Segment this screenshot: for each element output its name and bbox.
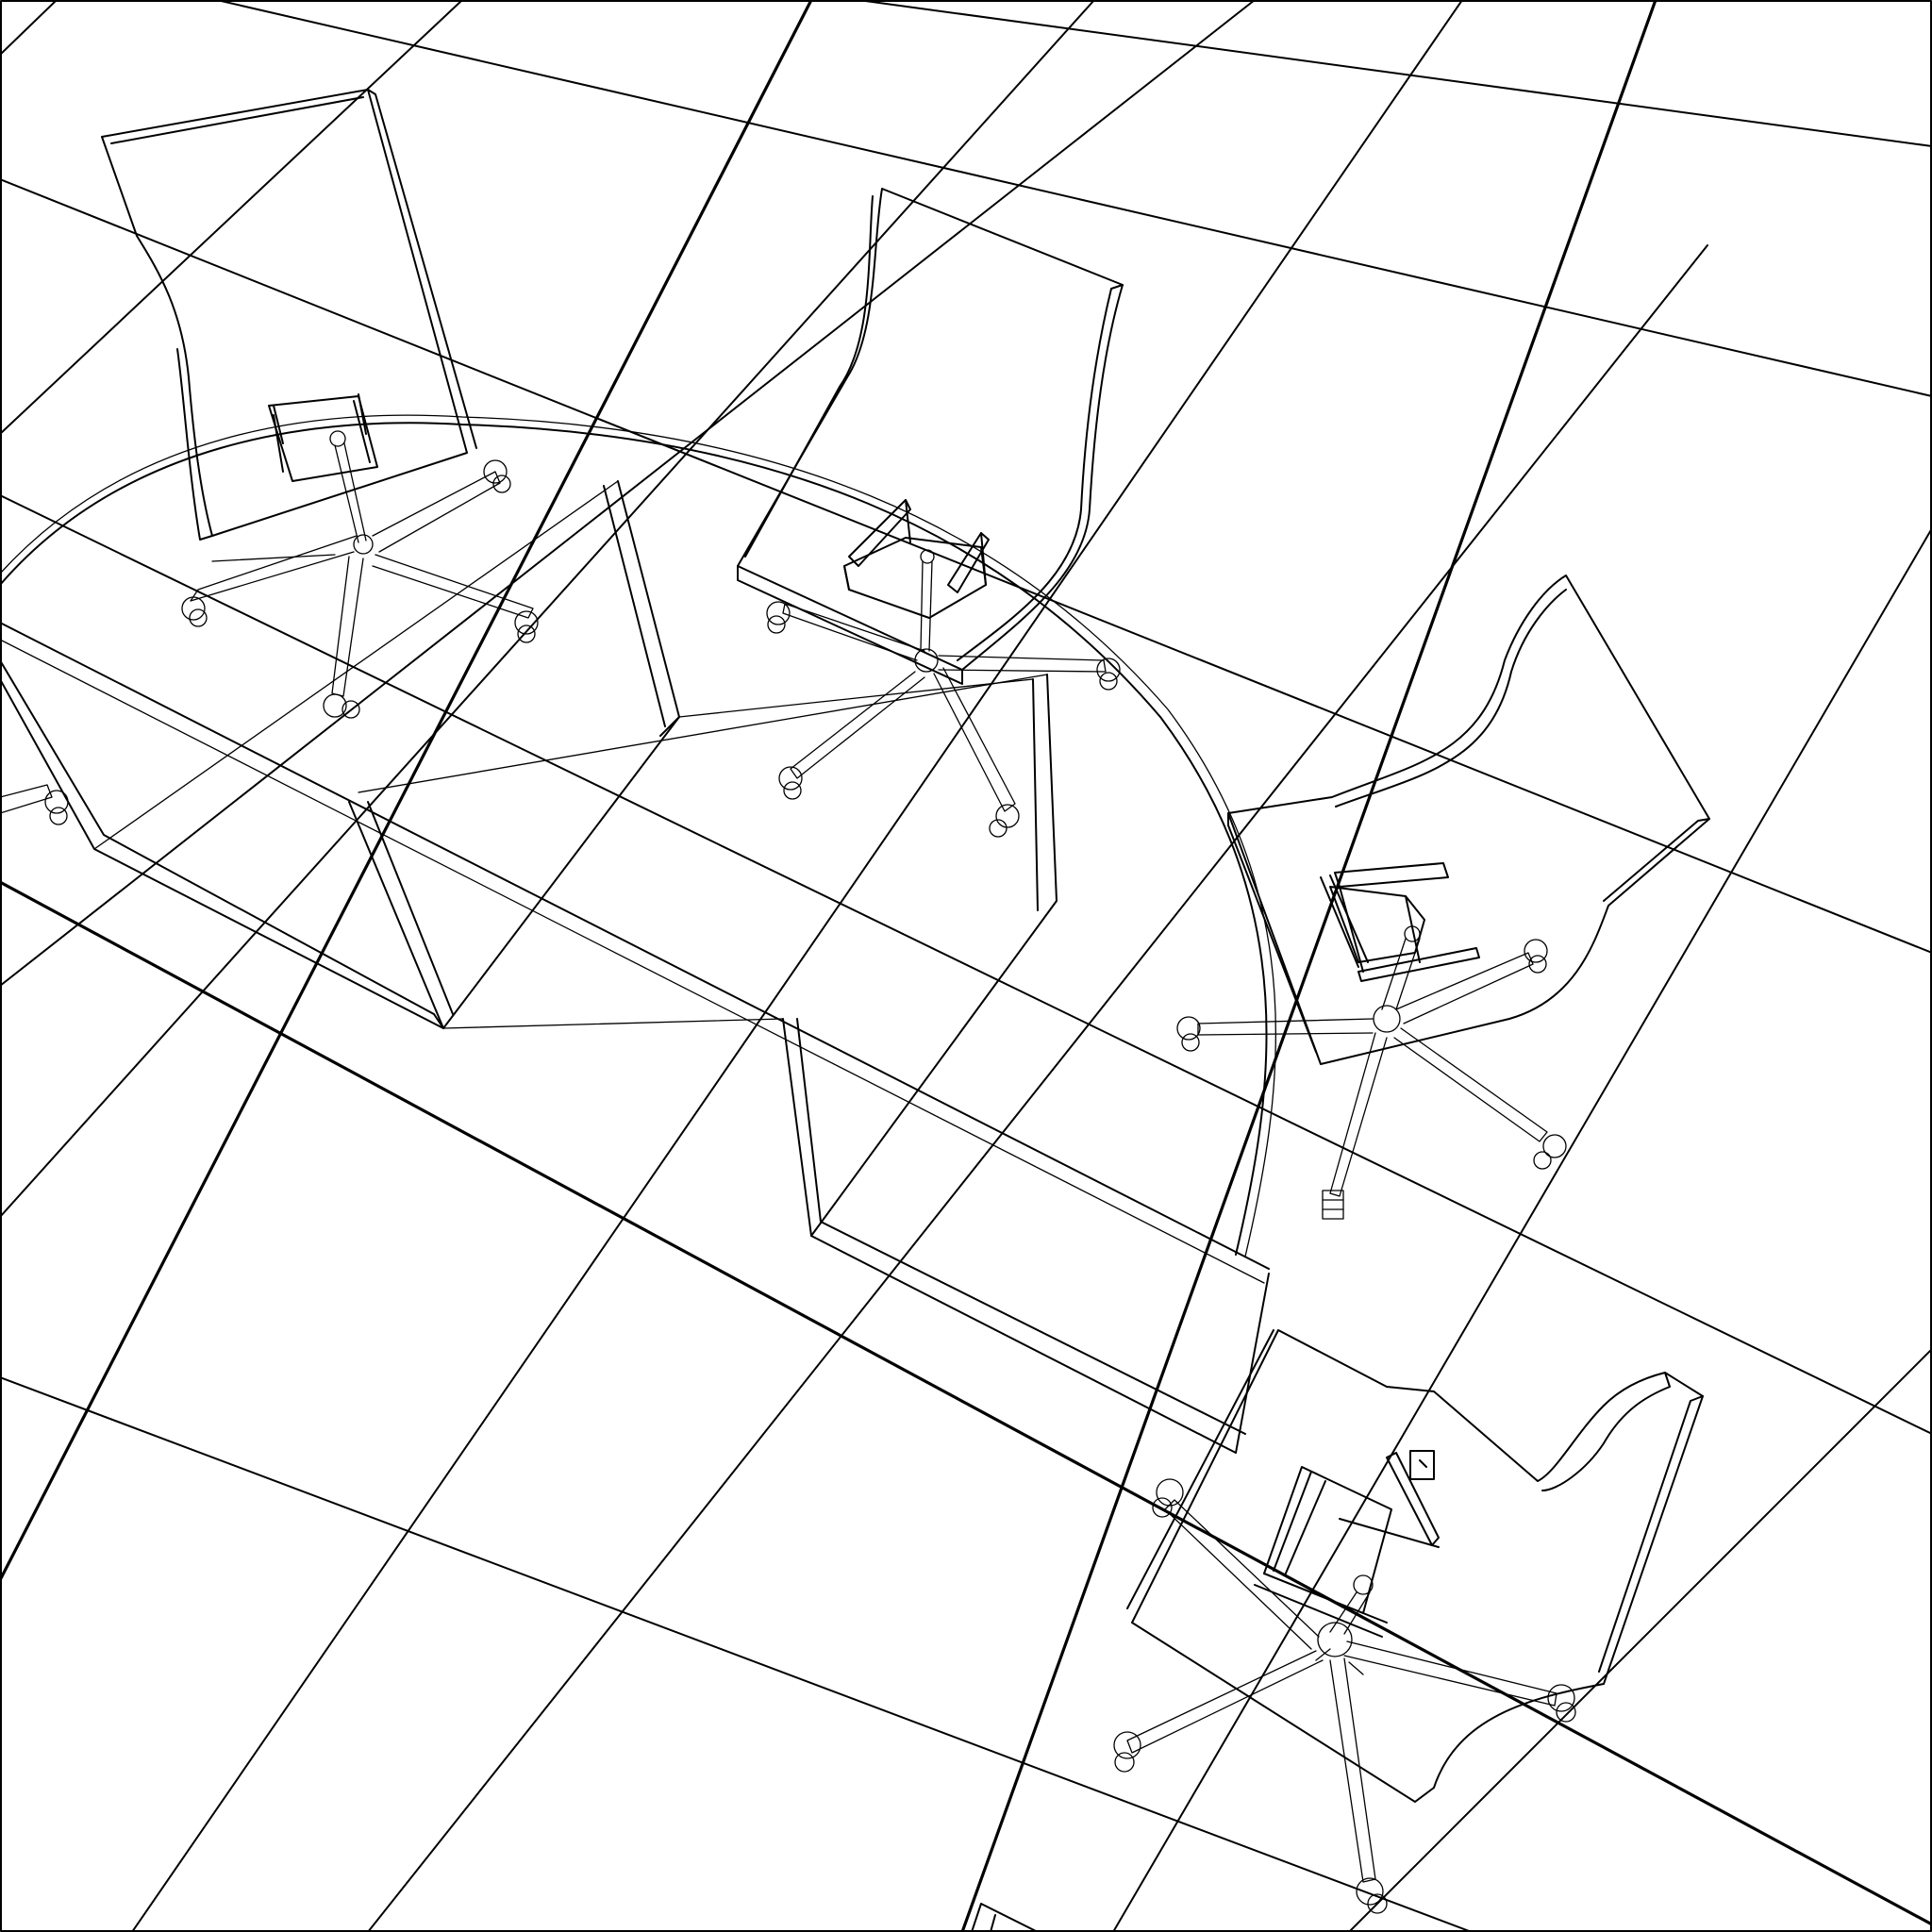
table-bottom-inner-edge [0,639,1265,1284]
chair-3-caster [1524,939,1548,963]
office-chair-partial-left [0,784,69,825]
chair-3-backrest [1227,575,1710,1065]
table-top-inner-edge [0,414,1277,1257]
table-leg-panel-bottom [971,1903,1039,1932]
table-leg-panel-left [0,659,454,1029]
chair-4-backrest [1126,1329,1704,1803]
chair-2-gas-lift [914,549,939,673]
chair-4-caster [1113,1731,1141,1759]
chair-4-caster [1156,1478,1184,1507]
chair-2-armrests [848,499,990,593]
chair-3-armrests [1320,874,1480,982]
chair-1-gas-lift [329,430,374,555]
office-chair-3 [1176,575,1710,1220]
conference-table [0,414,1277,1932]
chair-2-seat [843,499,987,619]
chair-3-caster [1176,1016,1201,1041]
chair-2-caster [1096,658,1121,682]
chair-1-backrest [101,89,477,541]
chair-2-caster [766,601,791,625]
chair-1-caster [181,596,206,621]
table-support-bars [93,480,1048,1029]
chair-3-gas-lift [1373,925,1421,1033]
chair-1-seat [268,393,378,482]
partial-chair-caster [44,790,69,814]
chair-3-base-legs [1197,952,1548,1197]
chair-1-casters [181,459,539,719]
chair-3-caster [1542,1134,1567,1158]
chair-4-caster [1547,1684,1575,1712]
chair-2-casters [766,601,1121,838]
chair-4-casters [1113,1478,1576,1914]
chair-4-armrests [1339,1450,1440,1548]
table-bottom-edge [0,622,1270,1270]
chair-1-caster [323,693,347,718]
office-chair-1 [101,89,539,719]
office-chair-2 [737,188,1124,838]
table-top-outline [0,422,1268,1256]
chair-1-base-legs [190,471,534,697]
chair-4-base-legs [1126,1499,1557,1883]
chair-4-caster [1356,1877,1384,1906]
chair-4-seat [1254,1466,1392,1638]
office-chair-4 [1113,1329,1704,1914]
chair-1-caster [514,610,539,635]
chair-2-caster [778,766,803,791]
chair-3-caster [1322,1190,1344,1220]
chair-2-caster [995,804,1020,828]
chair-3-casters [1176,939,1567,1220]
table-leg-panel-center-right [782,674,1270,1454]
chair-2-backrest [737,188,1124,685]
table-leg-panel-center-left [433,480,680,1029]
chair-1-caster [483,459,508,484]
chair-4-gas-lift [1317,1574,1374,1657]
chair-2-base-legs [782,603,1107,812]
